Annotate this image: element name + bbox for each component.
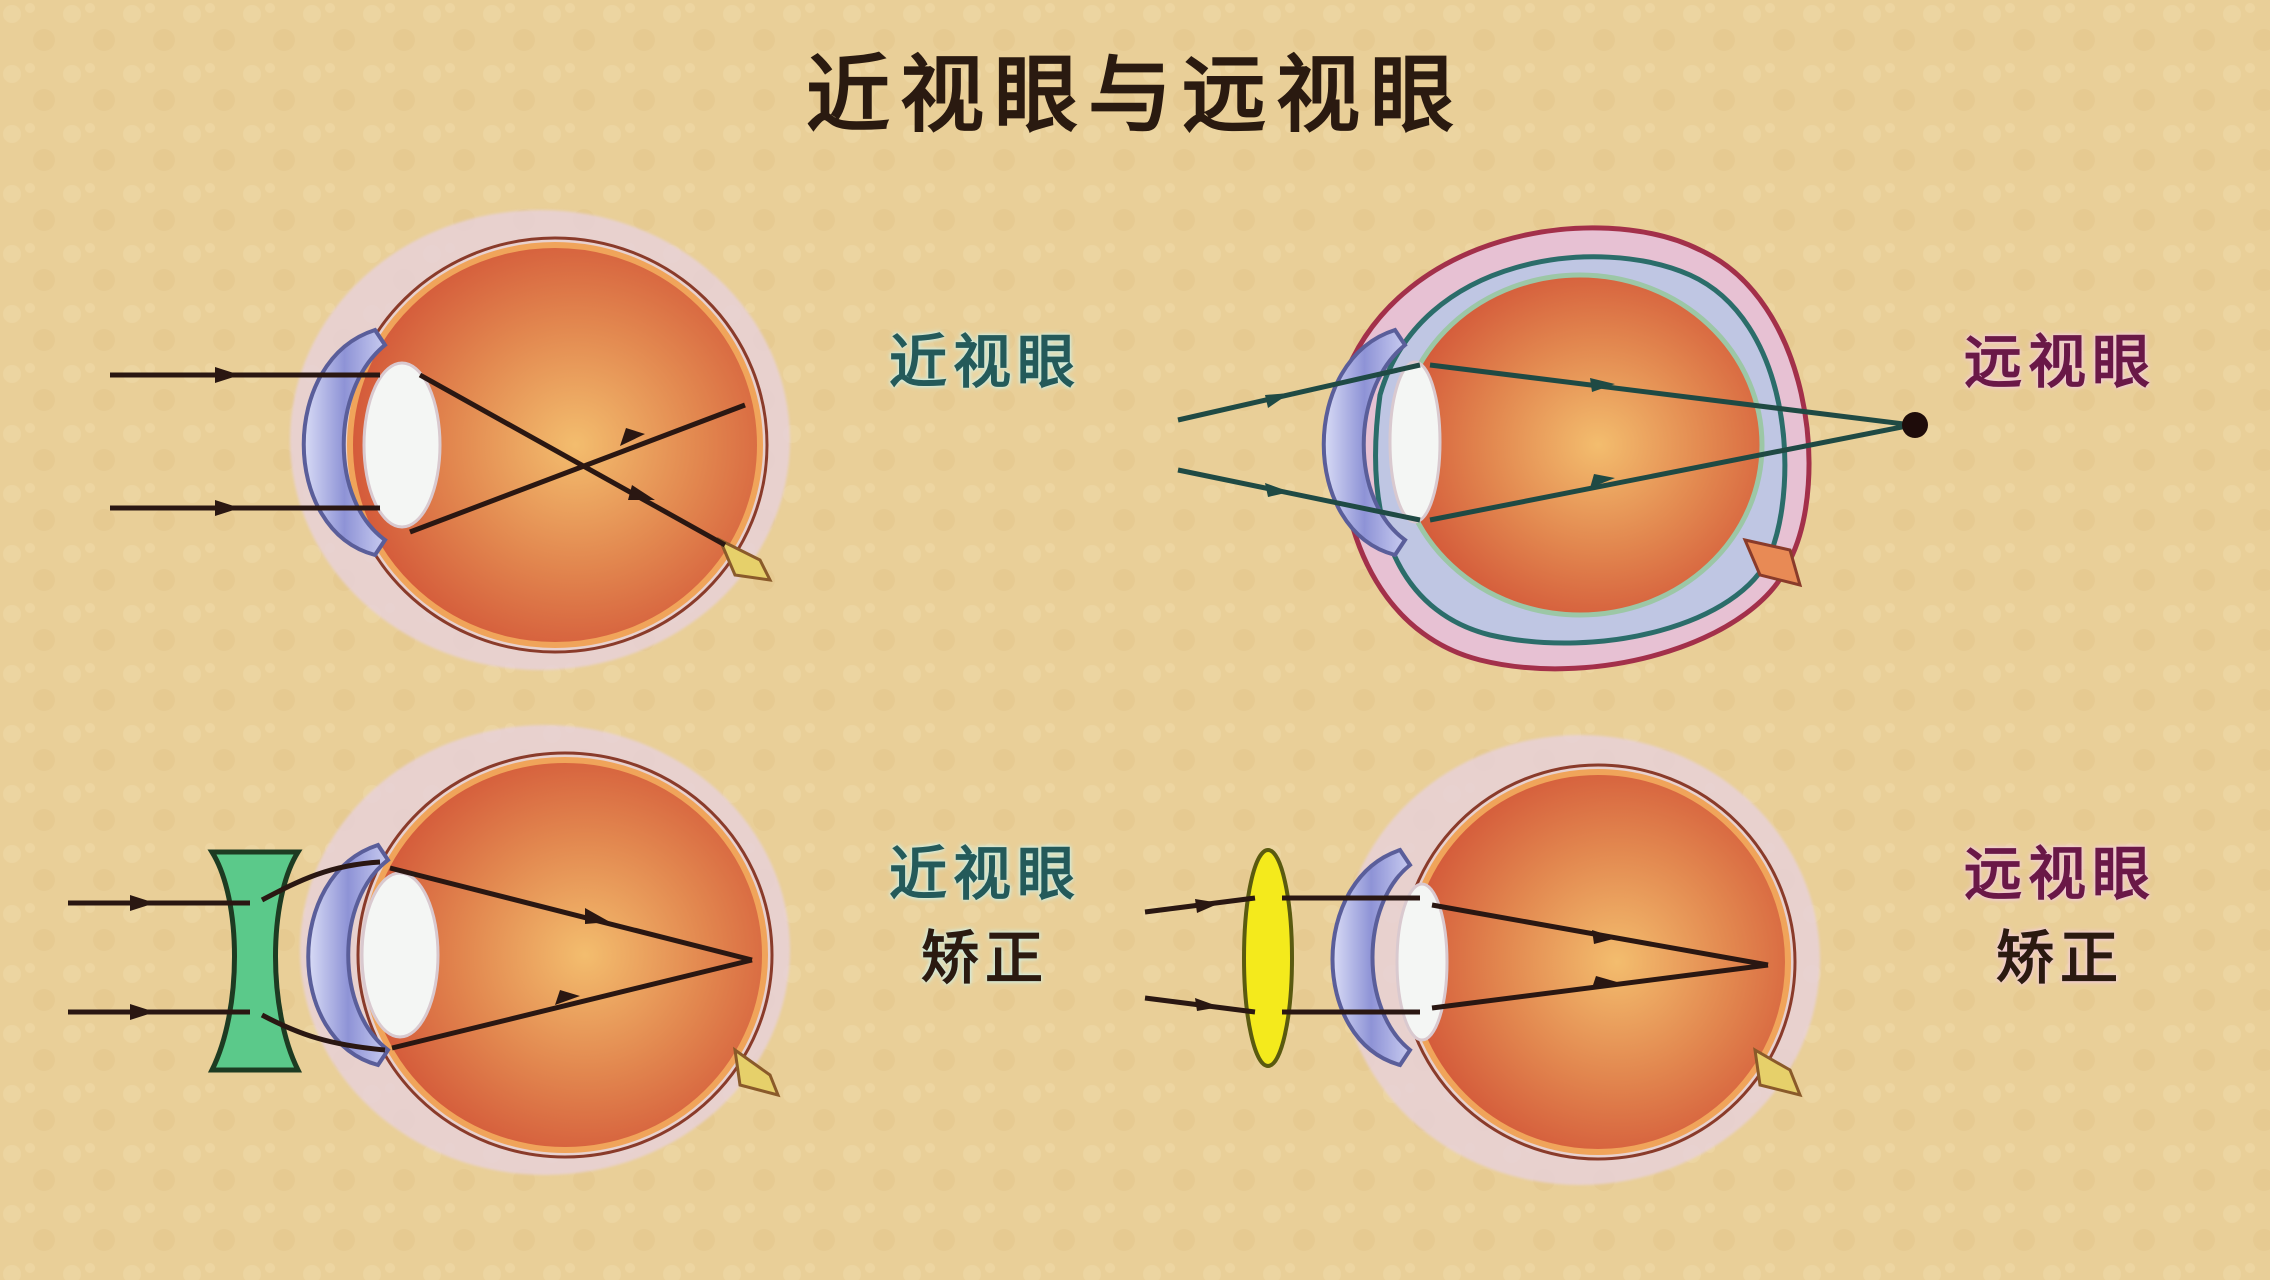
ray-arrow-icons xyxy=(215,367,655,516)
label-myopia-correction: 近视眼 矫正 xyxy=(825,832,1145,1000)
hyperopia-rays xyxy=(1177,362,1913,523)
label-myopia-correction-line2: 矫正 xyxy=(920,924,1049,992)
myopia-correction-eye xyxy=(68,725,790,1175)
correction-rays xyxy=(1144,895,1769,1015)
label-hyperopia: 远视眼 xyxy=(1900,320,2220,404)
hyperopia-eye xyxy=(1177,225,1928,672)
myopia-eye xyxy=(110,210,790,670)
myopia-rays xyxy=(110,372,746,548)
concave-lens-icon xyxy=(207,849,303,1073)
label-myopia-correction-line1: 近视眼 xyxy=(888,840,1081,908)
correction-rays xyxy=(68,859,753,1053)
ray-arrow-icons xyxy=(1195,899,1617,1011)
page-title: 近视眼与远视眼 xyxy=(805,45,1464,144)
ray-arrow-icons xyxy=(130,895,610,1020)
ray-arrow-icons xyxy=(1265,378,1615,497)
label-hyperopia-correction-line1: 远视眼 xyxy=(1963,840,2156,908)
focal-point-icon xyxy=(1902,412,1928,438)
hyperopia-correction-eye xyxy=(1144,735,1820,1185)
label-myopia: 近视眼 xyxy=(825,320,1145,404)
convex-lens-icon xyxy=(1242,848,1294,1068)
label-hyperopia-correction-line2: 矫正 xyxy=(1995,924,2124,992)
label-hyperopia-correction: 远视眼 矫正 xyxy=(1900,832,2220,1000)
label-myopia-text: 近视眼 xyxy=(888,328,1081,396)
label-hyperopia-text: 远视眼 xyxy=(1963,328,2156,396)
